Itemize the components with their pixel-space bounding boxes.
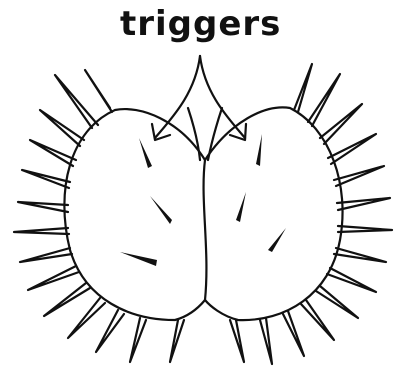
left-spikes bbox=[14, 70, 146, 362]
trigger-hair bbox=[268, 228, 286, 252]
trigger-hair bbox=[120, 252, 157, 266]
arrow-right bbox=[200, 56, 245, 138]
bottom-spike-left bbox=[170, 320, 184, 362]
trigger-hair bbox=[256, 134, 262, 166]
arrow-joint bbox=[188, 108, 200, 160]
arrow-joint-right bbox=[208, 108, 222, 160]
midrib-line bbox=[204, 160, 207, 300]
trigger-hair bbox=[139, 138, 152, 168]
trigger-hair bbox=[236, 192, 246, 222]
bottom-spike-right bbox=[230, 320, 244, 362]
trigger-hair bbox=[150, 196, 172, 224]
right-spikes bbox=[260, 64, 392, 364]
